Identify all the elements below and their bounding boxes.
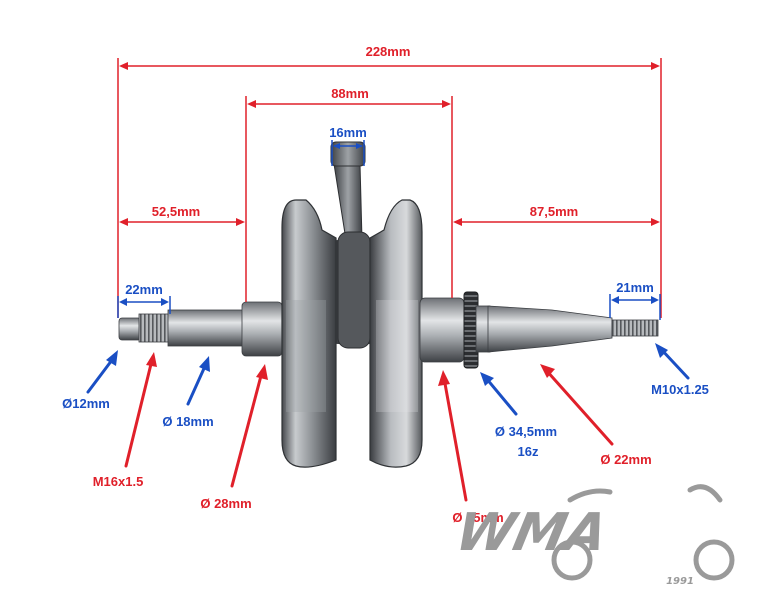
label-overall-length: 228mm	[366, 44, 411, 59]
label-flywheel-width: 88mm	[331, 86, 369, 101]
right-flywheel	[369, 199, 423, 468]
crankshaft-illustration	[118, 141, 659, 468]
left-thread	[138, 313, 170, 343]
big-end	[337, 231, 371, 349]
label-left-thread: M16x1.5	[93, 474, 144, 489]
label-sprocket-teeth: 16z	[518, 444, 539, 459]
logo-year: 1991	[666, 576, 694, 587]
label-left-shaft-diameter: Ø 18mm	[162, 414, 213, 429]
label-left-thread-length: 22mm	[125, 282, 163, 297]
label-sprocket-diameter: Ø 34,5mm	[495, 424, 557, 439]
right-flywheel-rim	[376, 300, 418, 412]
connecting-rod	[333, 163, 363, 241]
blue-arrowheads	[119, 143, 659, 306]
blue-dimension-lines	[117, 140, 661, 320]
label-right-bearing-seat: Ø 35mm	[452, 510, 503, 525]
callout-arrowheads	[106, 343, 668, 386]
dimension-lines	[117, 58, 662, 318]
label-left-tip-diameter: Ø12mm	[62, 396, 110, 411]
logo-wordmark: WMA	[451, 503, 613, 563]
left-flywheel-rim	[286, 300, 326, 412]
left-shaft-18	[167, 309, 245, 347]
dimension-labels: 228mm 88mm 16mm 52,5mm 87,5mm 22mm 21mm	[125, 44, 654, 297]
right-taper	[487, 305, 613, 353]
dimension-arrowheads	[119, 62, 660, 226]
callout-labels: Ø12mm M16x1.5 Ø 18mm Ø 28mm Ø 35mm Ø 34,…	[62, 382, 709, 525]
left-tip	[118, 317, 142, 341]
right-thread	[611, 319, 659, 337]
right-bearing-seat	[419, 297, 465, 363]
left-flywheel	[281, 199, 337, 468]
label-right-thread-length: 21mm	[616, 280, 654, 295]
label-left-bearing-seat: Ø 28mm	[200, 496, 251, 511]
label-left-offset: 52,5mm	[152, 204, 200, 219]
label-conrod-width: 16mm	[329, 125, 367, 140]
label-right-shaft-diameter: Ø 22mm	[600, 452, 651, 467]
label-right-thread: M10x1.25	[651, 382, 709, 397]
label-right-offset: 87,5mm	[530, 204, 578, 219]
brand-logo: WMA 1991	[451, 484, 735, 587]
left-bearing-seat	[241, 301, 283, 357]
